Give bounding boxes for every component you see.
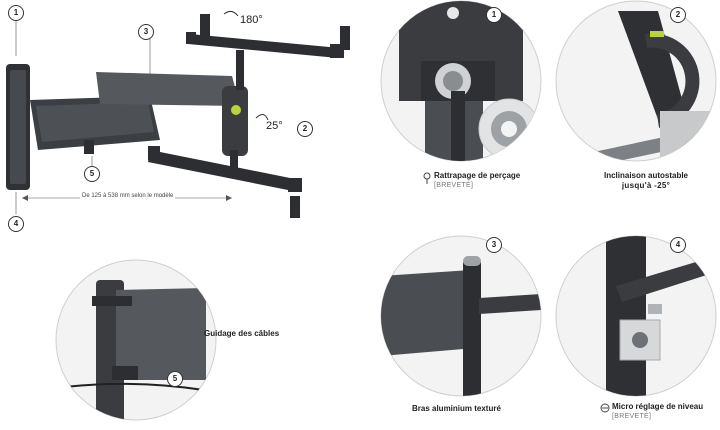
detail-5-circle <box>55 259 217 421</box>
cable-clip <box>84 140 94 154</box>
marker-3: 3 <box>138 24 154 40</box>
detail-4-badge: 4 <box>670 237 686 253</box>
detail-2-caption: Inclinaison autostable jusqu'à -25° <box>596 171 696 191</box>
marker-5: 5 <box>84 166 100 182</box>
marker-2: 2 <box>297 121 313 137</box>
rotation-label: 180° <box>240 14 263 26</box>
top-vesa-bracket <box>186 14 350 58</box>
detail-2-title: Inclinaison autostable <box>603 171 688 180</box>
drill-icon <box>423 172 431 184</box>
detail-2-subtitle: jusqu'à -25° <box>621 181 671 190</box>
detail-5-caption: Guidage des câbles <box>204 329 279 339</box>
bottom-vesa-bracket <box>148 146 302 218</box>
tilt-arc <box>255 114 269 121</box>
marker-4: 4 <box>8 216 24 232</box>
detail-1-subtitle: [BREVETÉ] <box>434 182 474 189</box>
detail-3-caption: Bras aluminium texturé <box>412 404 501 414</box>
level-icon <box>600 403 610 413</box>
tilt-label: 25° <box>266 120 283 132</box>
rotation-arc <box>223 10 239 17</box>
marker-1: 1 <box>8 5 24 21</box>
detail-3-circle <box>380 235 542 397</box>
wall-mount-illustration <box>6 10 350 218</box>
detail-5-badge: 5 <box>167 371 183 387</box>
detail-3-badge: 3 <box>486 237 502 253</box>
detail-1-title: Rattrapage de perçage <box>434 171 521 180</box>
range-text: De 125 à 538 mm selon le modèle <box>80 193 176 199</box>
detail-3-title: Bras aluminium texturé <box>412 404 501 413</box>
detail-4-caption: Micro réglage de niveau [BREVETÉ] <box>612 402 703 422</box>
detail-2-circle <box>555 0 717 162</box>
detail-1-badge: 1 <box>486 7 502 23</box>
detail-4-title: Micro réglage de niveau <box>612 402 704 411</box>
tilt-pivot <box>222 86 248 156</box>
detail-2-badge: 2 <box>670 7 686 23</box>
detail-4-subtitle: [BREVETÉ] <box>612 413 652 420</box>
upper-arm <box>96 72 240 106</box>
detail-1-circle <box>380 0 542 162</box>
detail-5-title: Guidage des câbles <box>204 329 280 338</box>
detail-4-circle <box>555 235 717 397</box>
detail-1-caption: Rattrapage de perçage [BREVETÉ] <box>434 171 520 191</box>
